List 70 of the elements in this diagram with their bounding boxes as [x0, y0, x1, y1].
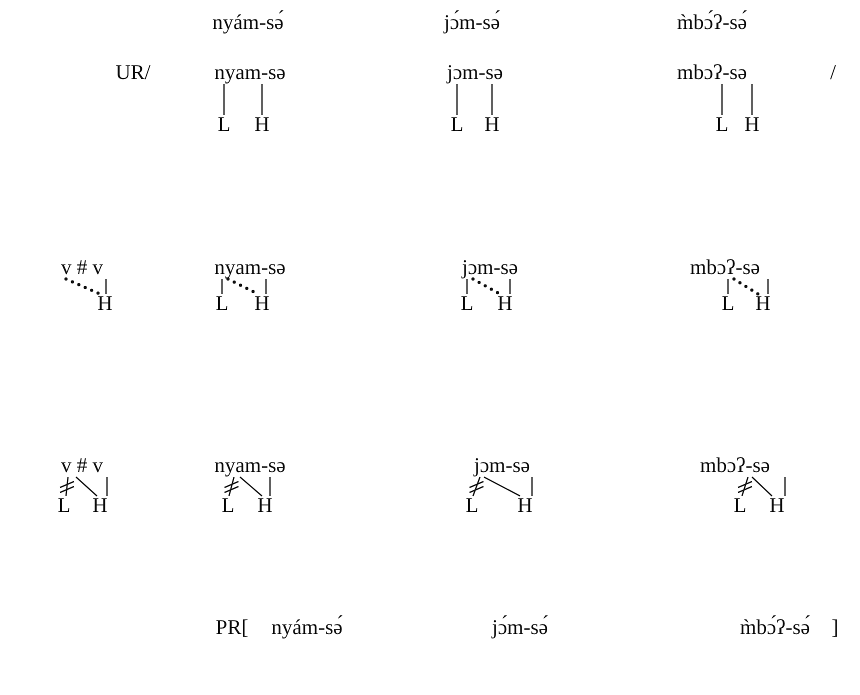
tone-label: L: [216, 292, 228, 314]
transcription-text: nyám-sə́: [271, 616, 343, 638]
word-form: nyam-sə: [214, 256, 286, 278]
tone-label: L: [734, 494, 746, 516]
tone-label: L: [450, 112, 464, 136]
tone-label: H: [497, 292, 513, 314]
word-form: mbɔʔ-sə: [690, 256, 760, 278]
association-line: [491, 84, 493, 115]
word-form: mbɔʔ-sə: [700, 454, 770, 476]
tone-label: L: [716, 112, 728, 136]
tone-label: H: [257, 494, 273, 516]
association-line: [509, 279, 511, 294]
association-line: [223, 84, 225, 115]
word-form: v # v: [61, 454, 103, 476]
association-line: [767, 279, 769, 294]
association-line: [737, 476, 753, 497]
tone-label: H: [92, 494, 108, 516]
association-line: [784, 477, 786, 496]
word-form: nyam-sə: [214, 60, 286, 84]
association-line: [727, 279, 729, 294]
tone-label: L: [222, 494, 234, 516]
tone-label: L: [218, 112, 230, 136]
tone-label: L: [466, 494, 478, 516]
association-line: [484, 476, 520, 497]
association-line: [468, 476, 484, 497]
tone-label: L: [722, 292, 734, 314]
transcription-text: m̀bɔ́ʔ-sə́: [740, 616, 810, 638]
association-line: [269, 477, 271, 496]
tone-label: H: [755, 292, 771, 314]
tone-label: H: [254, 292, 270, 314]
association-line: [59, 476, 75, 497]
association-line: [76, 476, 98, 496]
association-line: [261, 84, 263, 115]
transcription-text: PR[: [216, 616, 248, 638]
word-form: nyam-sə: [214, 454, 286, 476]
association-line: [265, 279, 267, 294]
tone-label: H: [769, 494, 785, 516]
word-form: v # v: [61, 256, 103, 278]
word-form: jɔm-sə: [447, 60, 503, 84]
association-line: [721, 84, 723, 115]
tone-label: L: [58, 494, 70, 516]
transcription-text: jɔ́m-sə́: [444, 10, 500, 34]
association-line: [456, 84, 458, 115]
association-line: [106, 477, 108, 496]
transcription-text: m̀bɔ́ʔ-sə́: [677, 10, 747, 34]
tone-label: L: [460, 292, 474, 314]
dotted-association-line: [64, 277, 102, 296]
word-form: mbɔʔ-sə: [677, 60, 747, 84]
association-line: [224, 476, 240, 497]
transcription-text: jɔ́m-sə́: [492, 616, 548, 638]
transcription-text: ]: [832, 616, 838, 638]
tone-label: H: [744, 112, 760, 136]
transcription-text: nyám-sə́: [212, 10, 284, 34]
association-line: [466, 279, 468, 294]
tone-label: H: [254, 112, 270, 136]
dotted-association-line: [471, 277, 502, 296]
tone-label: H: [484, 112, 500, 136]
word-form: jɔm-sə: [474, 454, 530, 476]
association-line: [751, 84, 753, 115]
dotted-association-line: [732, 277, 760, 296]
association-line: [531, 477, 533, 496]
association-line: [752, 476, 772, 496]
transcription-text: /: [830, 60, 836, 84]
word-form: jɔm-sə: [462, 256, 518, 278]
association-line: [240, 476, 262, 496]
tone-label: H: [97, 292, 113, 314]
tone-label: H: [517, 494, 533, 516]
association-line: [105, 279, 107, 294]
transcription-text: UR/: [116, 60, 150, 84]
association-line: [221, 279, 223, 294]
